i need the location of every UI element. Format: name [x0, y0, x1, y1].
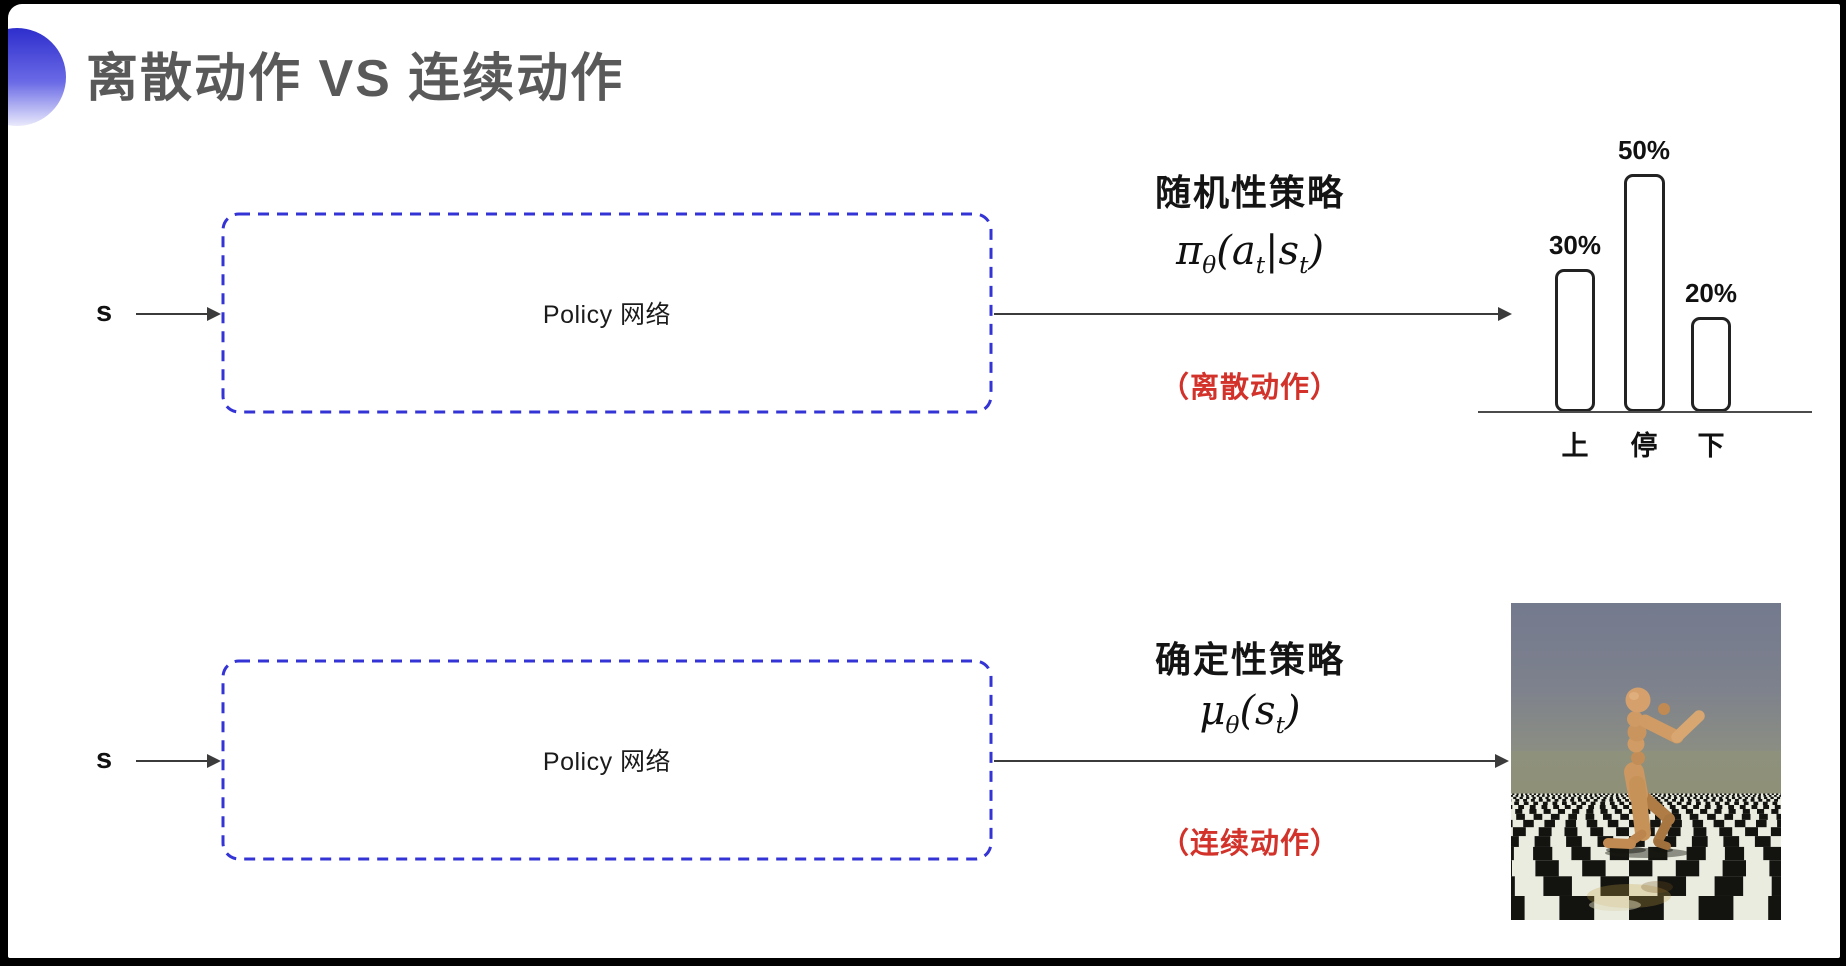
bar-down: [1691, 317, 1731, 412]
bar-value-label: 50%: [1617, 135, 1671, 165]
input-arrow: [136, 307, 221, 321]
arrowhead-icon: [207, 754, 221, 768]
accent-circle-icon: [8, 28, 66, 126]
arrowhead-icon: [1498, 307, 1512, 321]
page-title: 离散动作 VS 连续动作: [86, 50, 625, 108]
policy-formula: πθ(at|st): [1176, 228, 1324, 279]
chart-plot-area: 30% 50% 20%: [1470, 124, 1820, 412]
humanoid-robot-figure: [1587, 687, 1705, 911]
bar-value-label: 20%: [1684, 278, 1738, 308]
category-label-down: 下: [1697, 431, 1725, 461]
policy-network-box: [221, 212, 993, 414]
state-input-label: s: [96, 296, 113, 328]
policy-network-box: [221, 659, 993, 861]
bar-up: [1555, 269, 1595, 412]
policy-type-title: 确定性策略: [1154, 639, 1345, 680]
category-label-stop: 停: [1630, 431, 1658, 461]
humanoid-simulation-image: [1511, 603, 1781, 920]
action-probability-chart: 30% 50% 20% 上 停 下: [1470, 124, 1820, 474]
output-arrow: [994, 754, 1509, 768]
policy-network-label: Policy 网络: [542, 301, 672, 329]
chart-baseline: [1478, 411, 1812, 413]
policy-type-title: 随机性策略: [1154, 172, 1345, 213]
policy-network-label: Policy 网络: [542, 748, 672, 776]
bar-value-label: 30%: [1548, 230, 1602, 260]
category-label-up: 上: [1561, 431, 1589, 461]
arrowhead-icon: [1495, 754, 1509, 768]
bar-stop: [1624, 174, 1665, 412]
action-type-note: （离散动作）: [1159, 372, 1340, 404]
slide-content: 离散动作 VS 连续动作 s Policy 网络 随机性策略 πθ(at|st)…: [8, 4, 1840, 958]
arrowhead-icon: [207, 307, 221, 321]
input-arrow: [136, 754, 221, 768]
action-type-note: （连续动作）: [1159, 828, 1340, 860]
policy-formula: μθ(st): [1199, 688, 1301, 739]
output-arrow: [994, 307, 1512, 321]
state-input-label: s: [96, 743, 113, 775]
